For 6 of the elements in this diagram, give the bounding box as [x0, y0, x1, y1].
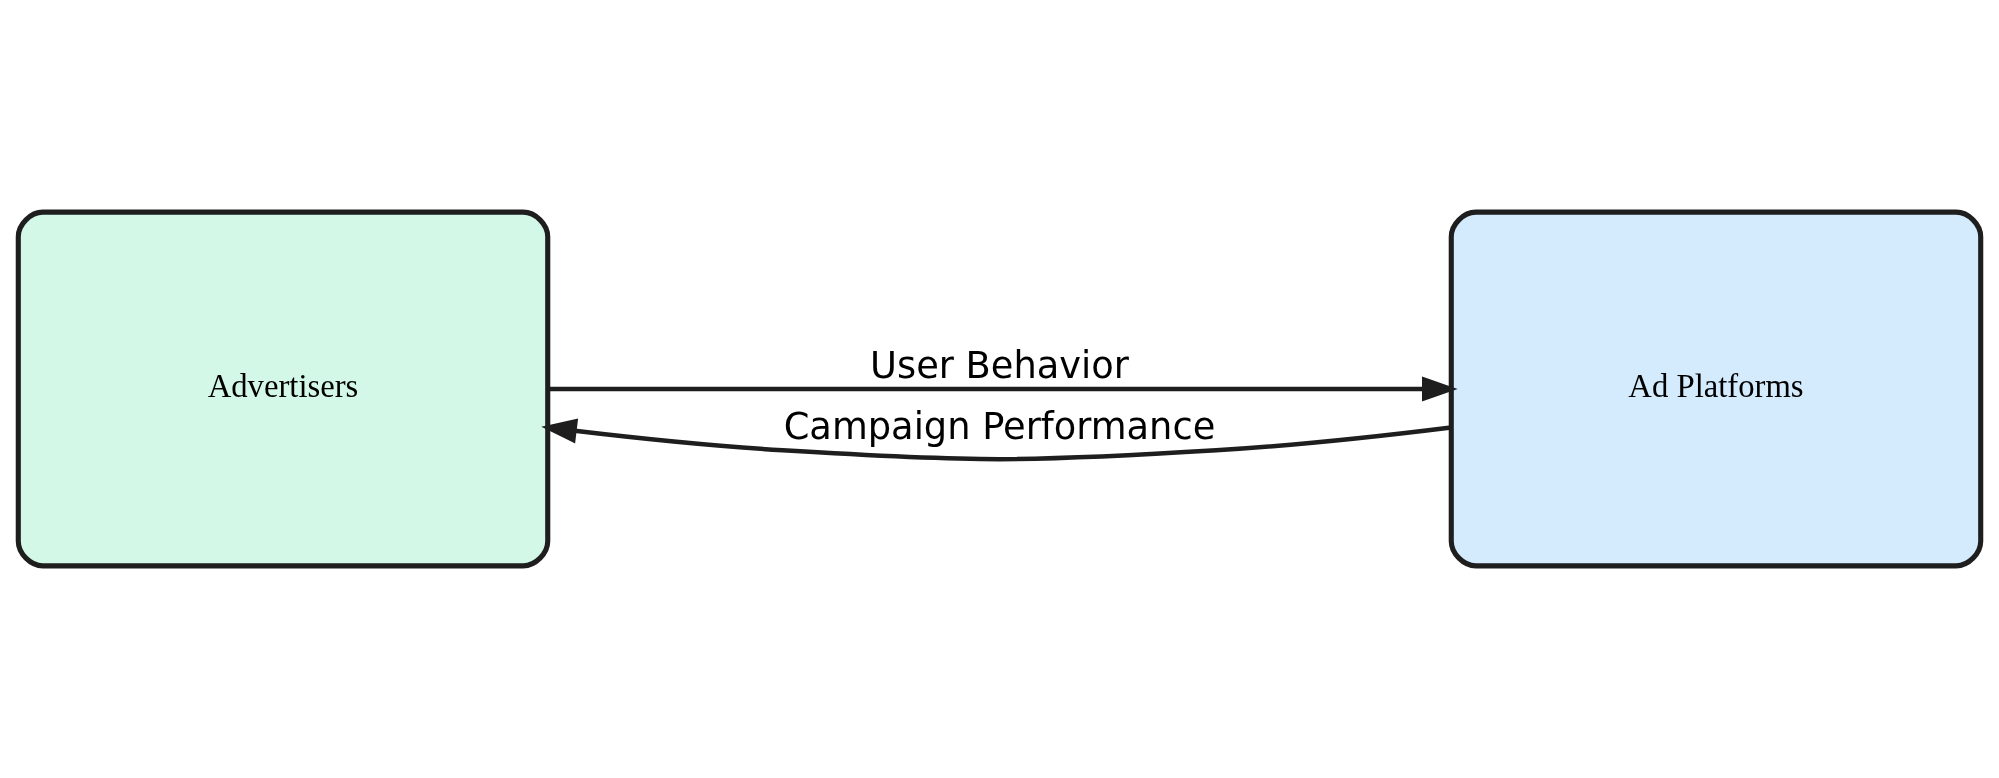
edge-label: User Behavior: [870, 343, 1129, 387]
node-box: Ad Platforms: [1448, 209, 1984, 569]
arrow: [541, 418, 1452, 462]
node-box: Advertisers: [15, 209, 551, 569]
edge-label: Campaign Performance: [783, 404, 1216, 448]
arrow: [547, 376, 1458, 402]
